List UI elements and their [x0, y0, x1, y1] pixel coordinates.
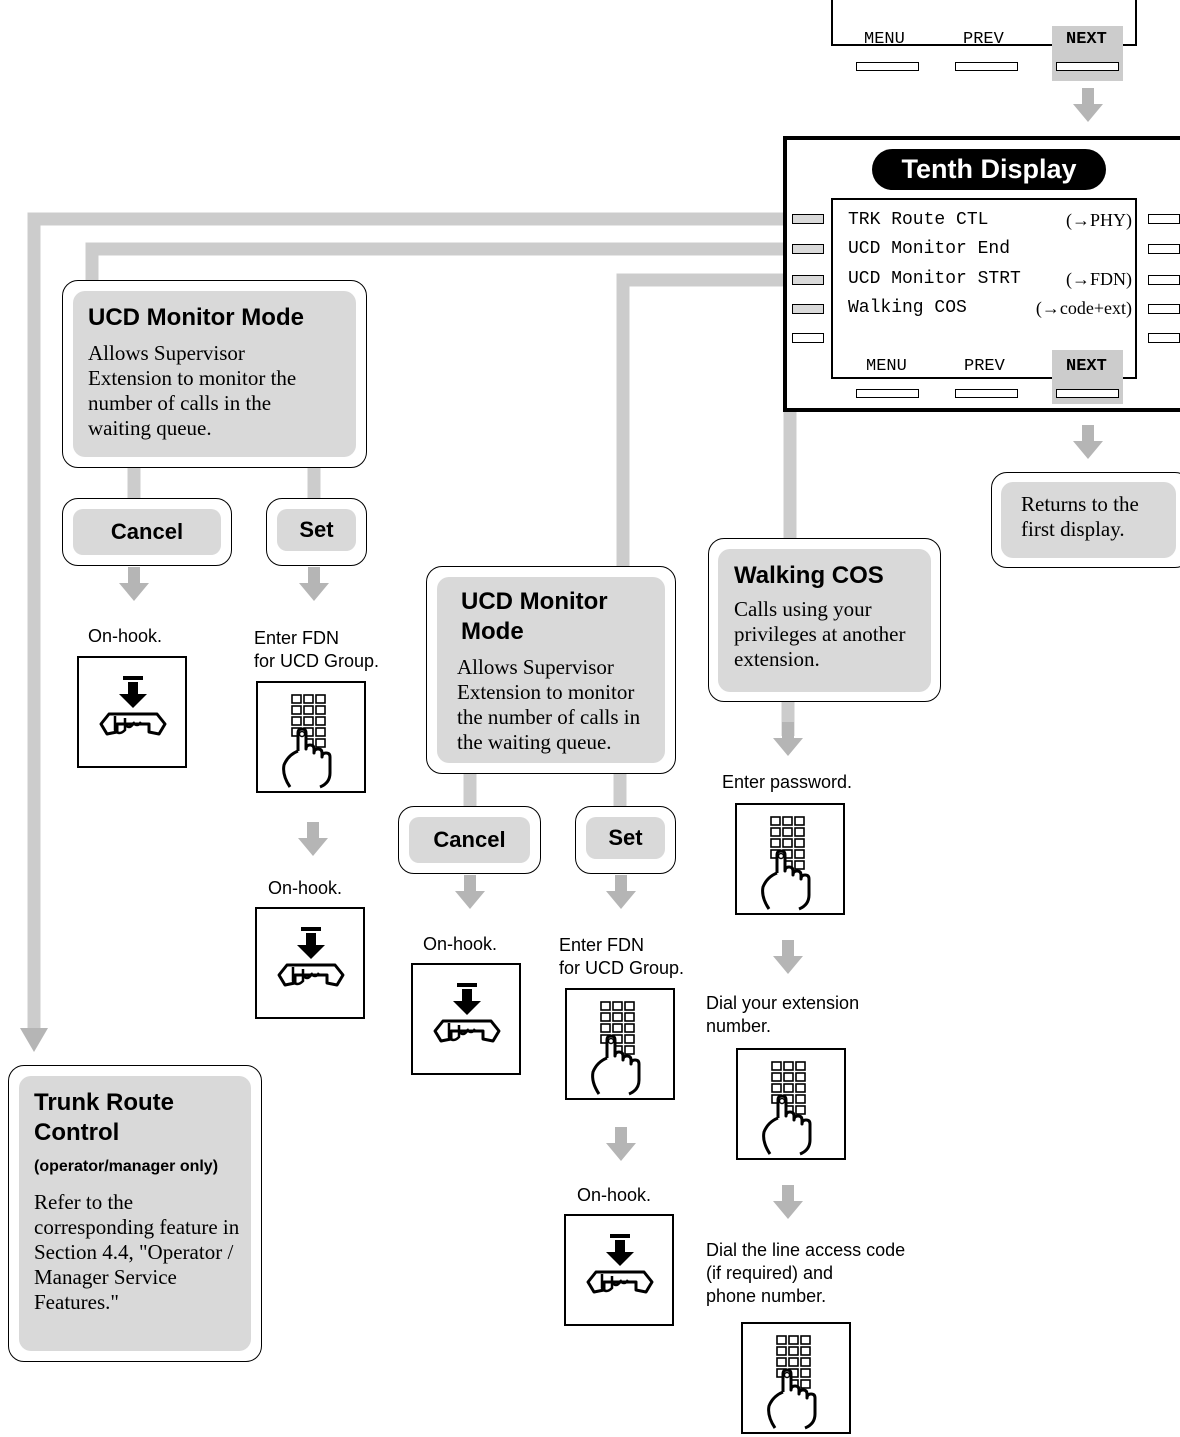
- left-key-2[interactable]: [792, 244, 824, 254]
- tenth-menu-softkey[interactable]: [856, 389, 919, 398]
- keypad-icon: [256, 681, 366, 793]
- onhook-icon: [255, 907, 365, 1019]
- arrow-walking-1: [773, 722, 803, 756]
- arrow-set-1: [299, 567, 329, 601]
- keypad-icon: [565, 988, 675, 1100]
- arrow-set-2b: [606, 1127, 636, 1161]
- ucd-start-cancel-label: Cancel: [409, 817, 530, 863]
- right-key-5[interactable]: [1148, 333, 1180, 343]
- right-key-4[interactable]: [1148, 304, 1180, 314]
- walking-cos-description: Calls using your privileges at another e…: [734, 597, 906, 671]
- arrow-to-returns: [1073, 425, 1103, 459]
- arrow-walking-3: [773, 1185, 803, 1219]
- walking-step1: Enter password.: [722, 772, 853, 792]
- arrow-set-2: [606, 875, 636, 909]
- ucd-end-set-step2: On-hook.: [268, 878, 343, 898]
- keypad-icon: [735, 803, 845, 915]
- ucd-start-description: Allows Supervisor Extension to monitor t…: [457, 655, 641, 754]
- lcd-line-3-target: (→FDN): [1066, 269, 1132, 289]
- walking-step2: Dial your extension number.: [706, 993, 860, 1036]
- ucd-end-cancel-label: Cancel: [73, 509, 221, 555]
- ucd-start-set-option[interactable]: Set: [575, 806, 676, 874]
- arrow-cancel-2: [455, 875, 485, 909]
- tenth-next-softkey[interactable]: [1056, 389, 1119, 398]
- lcd-line-4-label: Walking COS: [848, 298, 967, 318]
- prev-softkey[interactable]: [955, 62, 1018, 71]
- ucd-start-cancel-option[interactable]: Cancel: [398, 806, 541, 874]
- tenth-next-label: NEXT: [1066, 357, 1107, 376]
- next-label: NEXT: [1066, 30, 1107, 49]
- ucd-end-cancel-option[interactable]: Cancel: [62, 498, 232, 566]
- tenth-display-title: Tenth Display: [872, 149, 1106, 190]
- onhook-icon: [564, 1214, 674, 1326]
- connector-trk-route: [27, 212, 790, 1028]
- right-key-2[interactable]: [1148, 244, 1180, 254]
- ucd-start-set-step1: Enter FDN for UCD Group.: [559, 935, 685, 978]
- ucd-start-set-step2: On-hook.: [577, 1185, 652, 1205]
- keypad-icon: [736, 1048, 846, 1160]
- ucd-start-cancel-step: On-hook.: [423, 934, 498, 954]
- ucd-end-set-option[interactable]: Set: [266, 498, 367, 566]
- ucd-end-set-label: Set: [277, 509, 356, 551]
- lcd-line-4-target: (→code+ext): [1035, 298, 1132, 318]
- tenth-prev-softkey[interactable]: [955, 389, 1018, 398]
- prev-label: PREV: [963, 30, 1004, 49]
- connector-ucd-strt: [616, 273, 790, 566]
- right-key-3[interactable]: [1148, 275, 1180, 285]
- connector-ucd-end: [85, 242, 790, 280]
- trunk-route-box: Trunk Route Control (operator/manager on…: [8, 1065, 262, 1362]
- right-key-1[interactable]: [1148, 214, 1180, 224]
- arrow-trk-route: [20, 1028, 48, 1052]
- previous-display-frame: [831, 0, 1137, 46]
- left-key-4[interactable]: [792, 304, 824, 314]
- ucd-end-cancel-step: On-hook.: [88, 626, 163, 646]
- ucd-end-description: Allows Supervisor Extension to monitor t…: [88, 341, 297, 440]
- arrow-to-tenth: [1073, 88, 1103, 122]
- next-softkey[interactable]: [1056, 62, 1119, 71]
- trunk-route-description: Refer to the corresponding feature in Se…: [34, 1190, 240, 1314]
- walking-cos-box: Walking COS Calls using your privileges …: [708, 538, 941, 702]
- returns-text: Returns to the first display.: [1021, 492, 1139, 541]
- ucd-monitor-start-box: UCD Monitor Mode Allows Supervisor Exten…: [426, 566, 676, 774]
- tenth-display-title-text: Tenth Display: [901, 154, 1077, 184]
- ucd-start-set-label: Set: [586, 817, 665, 859]
- tenth-menu-label: MENU: [866, 357, 907, 376]
- trunk-route-subtitle: (operator/manager only): [34, 1158, 219, 1175]
- ucd-start-title: UCD Monitor Mode: [461, 588, 608, 645]
- tenth-prev-label: PREV: [964, 357, 1005, 376]
- lcd-line-3-label: UCD Monitor STRT: [848, 269, 1021, 289]
- left-key-1[interactable]: [792, 214, 824, 224]
- onhook-icon: [411, 963, 521, 1075]
- onhook-icon: [77, 656, 187, 768]
- lcd-screen: [831, 198, 1137, 379]
- arrow-cancel-1: [119, 567, 149, 601]
- arrow-set-1b: [298, 822, 328, 856]
- menu-softkey[interactable]: [856, 62, 919, 71]
- arrow-walking-2: [773, 940, 803, 974]
- lcd-line-2-label: UCD Monitor End: [848, 239, 1011, 259]
- menu-label: MENU: [864, 30, 905, 49]
- lcd-line-1-target: (→PHY): [1066, 210, 1132, 230]
- next-highlight: [1052, 26, 1123, 81]
- left-key-3[interactable]: [792, 275, 824, 285]
- trunk-route-title: Trunk Route Control: [34, 1089, 175, 1146]
- ucd-monitor-end-box: UCD Monitor Mode Allows Supervisor Exten…: [62, 280, 367, 468]
- keypad-icon: [741, 1322, 851, 1434]
- ucd-end-title: UCD Monitor Mode: [88, 304, 304, 331]
- left-key-5[interactable]: [792, 333, 824, 343]
- lcd-line-1-label: TRK Route CTL: [848, 210, 989, 230]
- walking-step3: Dial the line access code (if required) …: [706, 1240, 906, 1306]
- walking-cos-title: Walking COS: [734, 562, 884, 589]
- returns-box: Returns to the first display.: [991, 472, 1180, 568]
- ucd-end-set-step1: Enter FDN for UCD Group.: [254, 628, 380, 671]
